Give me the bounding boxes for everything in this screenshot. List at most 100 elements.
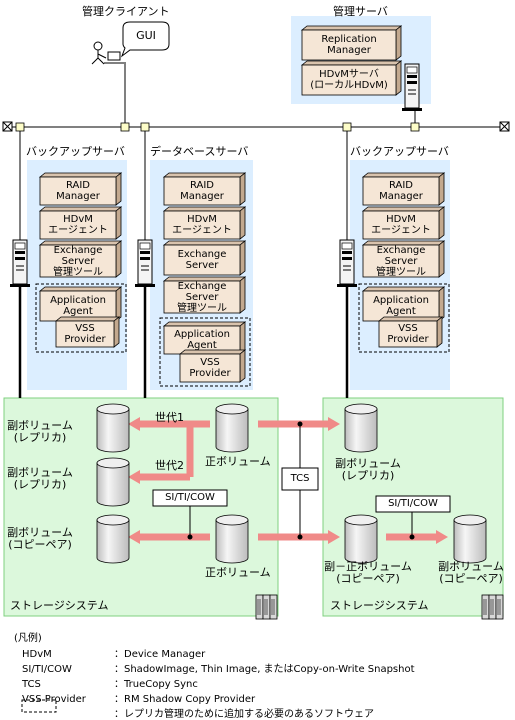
backup-server-2-label: バックアップサーバ — [350, 145, 449, 158]
application-agent-box-bk2 — [361, 286, 446, 322]
node — [342, 122, 352, 132]
legend-item: TCS ：TrueCopy Sync — [22, 675, 198, 690]
secondary-replica-label-1: 副ボリューム (レプリカ) — [7, 419, 73, 444]
dashed-agent-1 — [35, 283, 127, 353]
mgmt-server-label: 管理サーバ — [333, 5, 388, 18]
vss-provider-box-db — [178, 349, 247, 383]
application-agent-box-bk2-label: Application Agent — [373, 295, 429, 317]
primary-volume-1 — [215, 403, 249, 453]
terminator-left — [2, 121, 13, 132]
hdvm-agent-box-bk2 — [361, 206, 446, 240]
copy-arrows — [135, 420, 440, 541]
legend-item: HDvM ：Device Manager — [22, 645, 205, 660]
secondary-volume-5 — [453, 514, 487, 564]
storage-array-icon — [481, 594, 504, 620]
primary-volume-label-2: 正ボリューム — [205, 566, 271, 579]
storage-system-1-label: ストレージシステム — [10, 599, 109, 612]
exchange-tools-box-bk1-label: Exchange Server 管理ツール — [53, 244, 103, 278]
secondary-volume-2 — [96, 457, 130, 507]
legend-desc: ：レプリカ管理のために追加する必要のあるソフトウェア — [114, 709, 374, 720]
server-tower-icon — [337, 239, 357, 287]
storage-array-icon — [255, 594, 278, 620]
raid-manager-box-bk2 — [361, 172, 446, 206]
secondary-replica-label-2: 副ボリューム (レプリカ) — [7, 466, 73, 491]
mgmt-client-label: 管理クライアント — [82, 5, 170, 18]
vss-provider-box-bk1-label: VSS Provider — [64, 323, 106, 345]
hdvm-agent-box-db — [162, 206, 247, 240]
backup-server-1-label: バックアップサーバ — [26, 145, 125, 158]
legend-title: (凡例) — [14, 633, 42, 644]
secondary-copypair-label-1: 副ボリューム (コピーペア) — [7, 526, 73, 551]
secondary-replica-label-3: 副ボリューム (レプリカ) — [335, 457, 401, 482]
gui-label: GUI — [136, 29, 156, 42]
gen2-label: 世代2 — [155, 459, 184, 472]
application-agent-box-db-label: Application Agent — [174, 329, 230, 351]
hdvm-server-box — [300, 60, 403, 96]
exchange-server-box-db — [162, 240, 247, 276]
hdvm-agent-box-bk1 — [38, 206, 123, 240]
legend-item: ：レプリカ管理のために追加する必要のあるソフトウェア — [22, 705, 374, 720]
legend-term: SI/TI/COW — [22, 664, 72, 675]
secondary-volume-1 — [96, 403, 130, 453]
hdvm-agent-box-bk2-label: HDvM エージェント — [371, 214, 431, 236]
node — [120, 122, 130, 132]
legend-term: VSS Provider — [22, 694, 86, 705]
node — [410, 122, 420, 132]
server-tower-icon — [10, 239, 30, 287]
legend-desc: ：Device Manager — [114, 649, 206, 660]
raid-manager-box-bk1 — [38, 172, 123, 206]
terminator-right — [499, 121, 510, 132]
secondary-copypair-label-2: 副ボリューム (コピーペア) — [438, 560, 504, 585]
legend-desc: ：TrueCopy Sync — [114, 679, 198, 690]
legend-desc: ：ShadowImage, Thin Image, またはCopy-on-Wri… — [114, 664, 415, 675]
hdvm-agent-box-bk1-label: HDvM エージェント — [48, 214, 108, 236]
legend-item: VSS Provider ：RM Shadow Copy Provider — [22, 690, 255, 705]
exchange-tools-box-bk2-label: Exchange Server 管理ツール — [376, 244, 426, 278]
si-box-2 — [375, 495, 451, 513]
exchange-server-box-db-label: Exchange Server — [177, 249, 227, 271]
legend-term: TCS — [22, 679, 41, 690]
mgmt-client-icon — [91, 41, 126, 65]
secondary-primary-volume — [344, 514, 378, 564]
legend-item: SI/TI/COW ：ShadowImage, Thin Image, またはCo… — [22, 660, 415, 675]
si-label-1: SI/TI/COW — [165, 492, 215, 503]
secondary-volume-3 — [96, 514, 130, 564]
node — [140, 122, 150, 132]
legend-term: HDvM — [22, 649, 52, 660]
secondary-primary-copypair-label: 副－正ボリューム (コピーペア) — [324, 560, 412, 585]
hdvm-agent-box-db-label: HDvM エージェント — [172, 214, 232, 236]
arrow-heads — [128, 417, 448, 544]
server-tower-icon — [402, 63, 422, 111]
hdvm-server-box-label: HDvMサーバ (ローカルHDvM) — [310, 69, 388, 91]
exchange-tools-box-db-label: Exchange Server 管理ツール — [177, 280, 227, 314]
raid-manager-box-bk2-label: RAID Manager — [379, 180, 423, 202]
db-server-label: データベースサーバ — [150, 145, 249, 158]
exchange-tools-box-bk1 — [38, 240, 123, 278]
legend-desc: ：RM Shadow Copy Provider — [114, 694, 256, 705]
si-box-1 — [152, 489, 228, 507]
tcs-box — [281, 467, 319, 491]
raid-manager-box-db — [162, 172, 247, 206]
storage-system-2-label: ストレージシステム — [330, 599, 429, 612]
secondary-volume-4 — [344, 403, 378, 453]
replication-manager-box-label: Replication Manager — [321, 34, 377, 56]
si-label-2: SI/TI/COW — [388, 498, 438, 509]
application-agent-box-bk1-label: Application Agent — [50, 295, 106, 317]
dashed-agent-3 — [358, 283, 450, 353]
raid-manager-box-bk1-label: RAID Manager — [56, 180, 100, 202]
raid-manager-box-db-label: RAID Manager — [180, 180, 224, 202]
dashed-agent-2 — [159, 317, 251, 387]
exchange-tools-box-bk2 — [361, 240, 446, 278]
primary-volume-label-1: 正ボリューム — [205, 455, 271, 468]
vss-provider-box-bk2-label: VSS Provider — [387, 323, 429, 345]
server-tower-icon — [135, 239, 155, 287]
primary-volume-2 — [215, 514, 249, 564]
gen1-label: 世代1 — [155, 411, 184, 424]
replication-manager-box — [300, 25, 403, 61]
gui-bubble — [120, 21, 170, 58]
vss-provider-box-bk2 — [377, 316, 444, 348]
tcs-label: TCS — [290, 473, 310, 484]
exchange-tools-box-db — [162, 276, 247, 314]
vss-provider-box-db-label: VSS Provider — [189, 357, 231, 379]
